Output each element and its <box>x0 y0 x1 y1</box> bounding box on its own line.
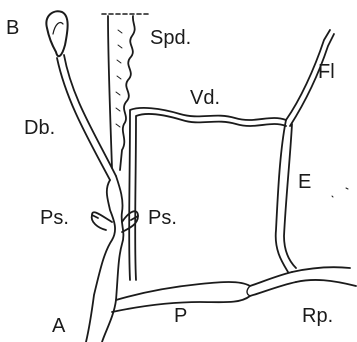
label-ps-left: Ps. <box>40 208 69 228</box>
speck-marks <box>332 188 348 197</box>
bursa <box>46 11 67 56</box>
label-a: A <box>52 316 65 336</box>
label-e: E <box>298 172 311 192</box>
label-db: Db. <box>24 118 55 138</box>
label-p: P <box>174 306 187 326</box>
label-b: B <box>6 18 19 38</box>
label-rp: Rp. <box>302 306 333 326</box>
ps-left-lobe <box>92 212 112 230</box>
label-fl: Fl <box>318 62 335 82</box>
label-spd: Spd. <box>150 28 191 48</box>
label-ps-right: Ps. <box>148 208 177 228</box>
penis <box>112 272 296 312</box>
epiphallus <box>276 120 296 272</box>
vas-deferens <box>129 108 286 280</box>
spermatheca <box>102 14 150 170</box>
bursa-duct <box>57 55 116 180</box>
main-trunk <box>86 176 123 342</box>
penis-retractor <box>292 267 356 286</box>
label-vd: Vd. <box>190 88 220 108</box>
